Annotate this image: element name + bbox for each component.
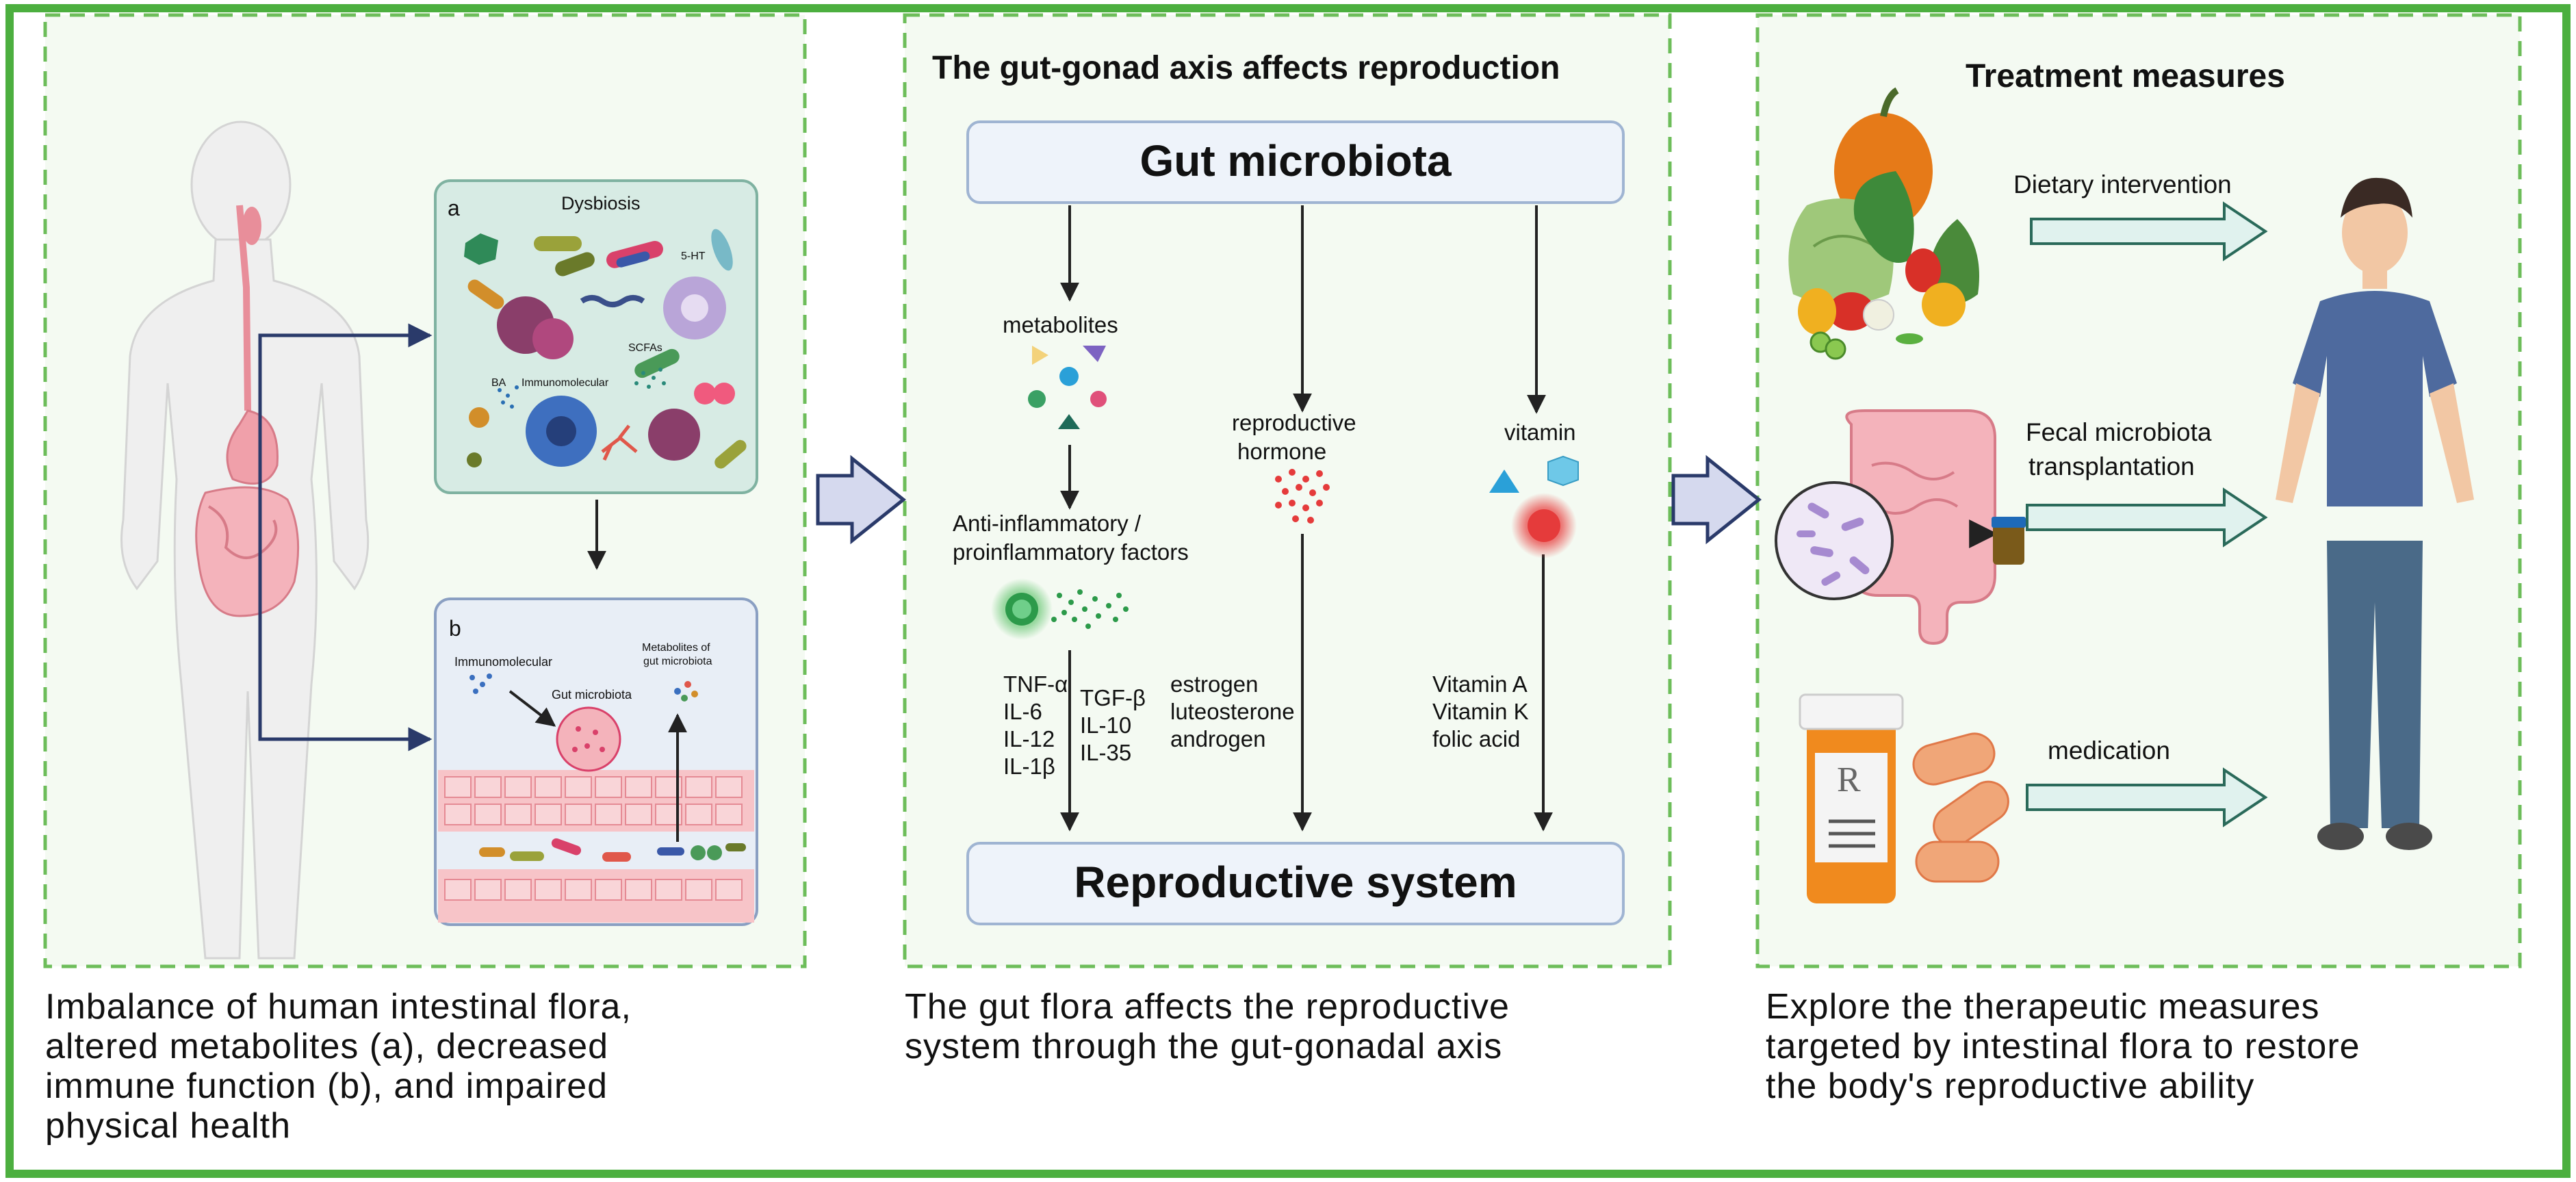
- hormone-androgen: androgen: [1170, 726, 1266, 751]
- treatment-arrow-diet: [2030, 201, 2268, 261]
- human-body-figure: [120, 120, 370, 960]
- vitamin-shapes: [1489, 455, 1579, 558]
- vitamin-folic-acid: folic acid: [1432, 726, 1521, 751]
- label-repro-hormone-line-1: reproductive: [1232, 410, 1356, 435]
- hormone-dots: [1275, 469, 1330, 524]
- vitamin-k: Vitamin K: [1432, 699, 1529, 724]
- label-gut-microbiota-b: Gut microbiota: [552, 688, 632, 702]
- caption-middle-line-1: The gut flora affects the reproductive: [905, 987, 1510, 1027]
- label-metabolites-1: Metabolites of: [642, 642, 710, 654]
- right-panel-title: Treatment measures: [1966, 58, 2285, 94]
- treatment-arrow-medication: [2026, 767, 2268, 827]
- label-ba: BA: [491, 377, 506, 389]
- hormone-luteosterone: luteosterone: [1170, 699, 1295, 724]
- intestinal-lining-b: [438, 673, 754, 923]
- pill-bottle-icon: [1799, 693, 2009, 903]
- label-dietary-intervention: Dietary intervention: [2013, 170, 2232, 198]
- caption-right-line-2: targeted by intestinal flora to restore: [1766, 1027, 2360, 1066]
- cytokine-il6: IL-6: [1003, 699, 1042, 724]
- hormone-estrogen: estrogen: [1170, 671, 1259, 697]
- label-scfas: SCFAs: [628, 342, 662, 354]
- label-fmt-line-1: Fecal microbiota: [2026, 418, 2212, 446]
- person-figure: [2276, 177, 2474, 850]
- label-factors-line-1: Anti-inflammatory /: [953, 511, 1142, 536]
- cytokine-il10: IL-10: [1080, 712, 1132, 738]
- label-repro-hormone-line-2: hormone: [1237, 439, 1327, 464]
- cytokine-tgfb: TGF-β: [1080, 685, 1146, 710]
- caption-left-line-2: altered metabolites (a), decreased: [45, 1027, 609, 1066]
- metabolite-shapes: [1028, 346, 1107, 429]
- rx-symbol: R: [1837, 760, 1861, 799]
- label-factors-line-2: proinflammatory factors: [953, 539, 1189, 565]
- reproductive-system-box: [966, 842, 1625, 925]
- caption-left-line-3: immune function (b), and impaired: [45, 1066, 608, 1106]
- box-a-letter: a: [448, 196, 460, 220]
- cytokine-il1b: IL-1β: [1003, 754, 1055, 779]
- box-a-title: Dysbiosis: [561, 193, 641, 214]
- block-arrow-middle-to-right: [1671, 454, 1762, 545]
- reproductive-system-title: Reproductive system: [1074, 858, 1517, 907]
- label-5ht: 5-HT: [681, 250, 706, 262]
- cytokine-il12: IL-12: [1003, 726, 1055, 751]
- caption-right-line-1: Explore the therapeutic measures: [1766, 987, 2320, 1027]
- vitamin-a: Vitamin A: [1432, 671, 1528, 697]
- immune-cell-glow: [991, 578, 1129, 640]
- label-immunomolecular-a: Immunomolecular: [521, 377, 609, 389]
- caption-left-line-1: Imbalance of human intestinal flora,: [45, 987, 632, 1027]
- label-immunomolecular-b: Immunomolecular: [454, 655, 553, 669]
- treatment-arrow-fmt: [2026, 487, 2268, 548]
- box-a-dysbiosis: [434, 179, 758, 494]
- vegetables-icon: [1788, 87, 1979, 360]
- middle-panel-title: The gut-gonad axis affects reproduction: [932, 50, 1560, 86]
- box-b-letter: b: [449, 616, 461, 641]
- connector-to-box-b: [258, 459, 433, 751]
- label-vitamin: vitamin: [1504, 420, 1576, 445]
- caption-middle-line-2: system through the gut-gonadal axis: [905, 1027, 1503, 1066]
- cytokine-il35: IL-35: [1080, 740, 1132, 765]
- label-medication: medication: [2048, 736, 2170, 765]
- gut-microbiota-box: [966, 120, 1625, 204]
- microbes-cluster-a: [464, 229, 747, 469]
- cytokine-tnf: TNF-α: [1003, 671, 1068, 697]
- intestine-icon: [1775, 409, 2026, 645]
- connector-to-box-a: [258, 323, 433, 459]
- caption-right-line-3: the body's reproductive ability: [1766, 1066, 2255, 1106]
- label-fmt-line-2: transplantation: [2028, 452, 2195, 480]
- label-metabolites: metabolites: [1003, 312, 1118, 337]
- caption-left-line-4: physical health: [45, 1106, 291, 1146]
- block-arrow-left-to-middle: [816, 454, 907, 545]
- label-metabolites-2: gut microbiota: [643, 656, 712, 667]
- gut-microbiota-title: Gut microbiota: [1139, 136, 1452, 185]
